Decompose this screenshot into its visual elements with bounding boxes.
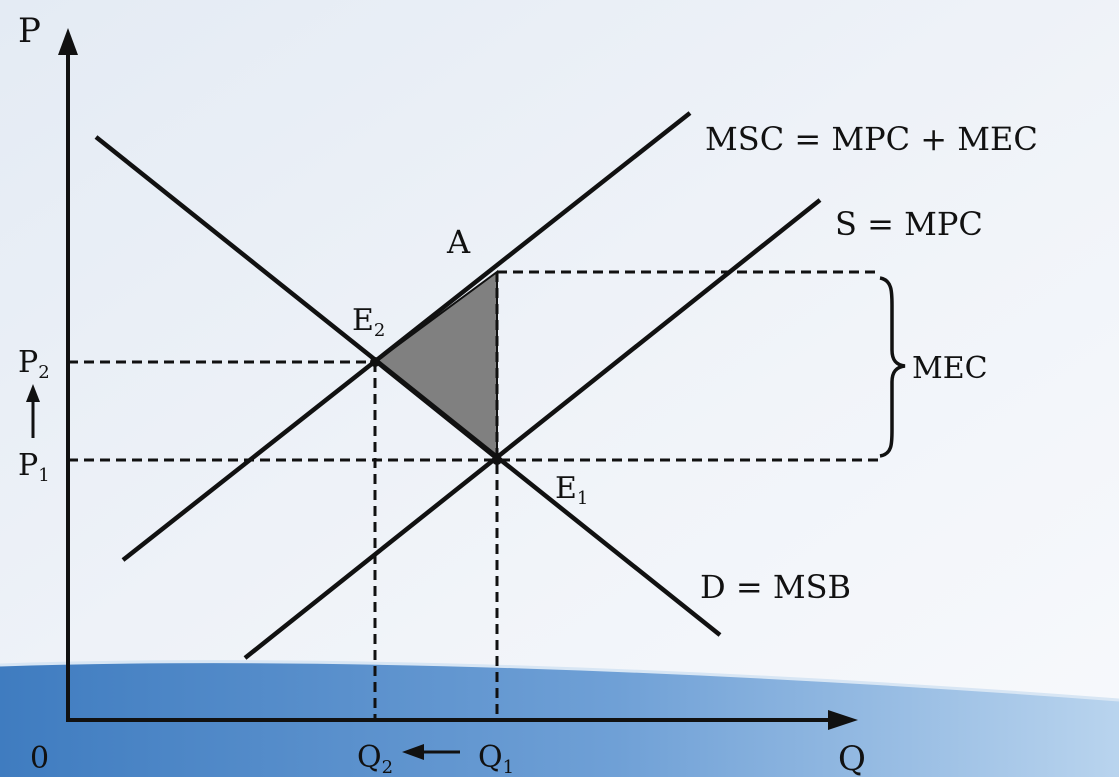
e1-point (492, 455, 502, 465)
msc-label: MSC = MPC + MEC (705, 120, 1038, 158)
mec-brace-label: MEC (912, 351, 988, 386)
y-axis-label: P (18, 11, 41, 51)
s-curve (243, 198, 822, 660)
msc-curve (121, 111, 692, 562)
q2-label: Q2 (357, 740, 393, 777)
x-axis-arrow-icon (828, 710, 858, 730)
point-a-label: A (446, 223, 471, 261)
p1-label: P1 (18, 448, 50, 486)
d-curve (94, 135, 722, 637)
e2-point (370, 357, 380, 367)
d-label: D = MSB (700, 568, 851, 606)
q1-label: Q1 (478, 740, 514, 777)
price-rise-arrow-icon (26, 384, 40, 402)
s-label: S = MPC (835, 205, 983, 243)
quantity-fall-arrow-icon (402, 744, 424, 760)
point-e2-label: E2 (352, 303, 385, 341)
band-highlight (0, 660, 1119, 702)
origin-label: 0 (30, 741, 49, 776)
x-axis-label: Q (838, 739, 866, 777)
y-axis-arrow-icon (58, 28, 78, 55)
p2-label: P2 (18, 345, 50, 383)
mec-brace (879, 276, 906, 458)
point-e1-label: E1 (555, 471, 588, 509)
